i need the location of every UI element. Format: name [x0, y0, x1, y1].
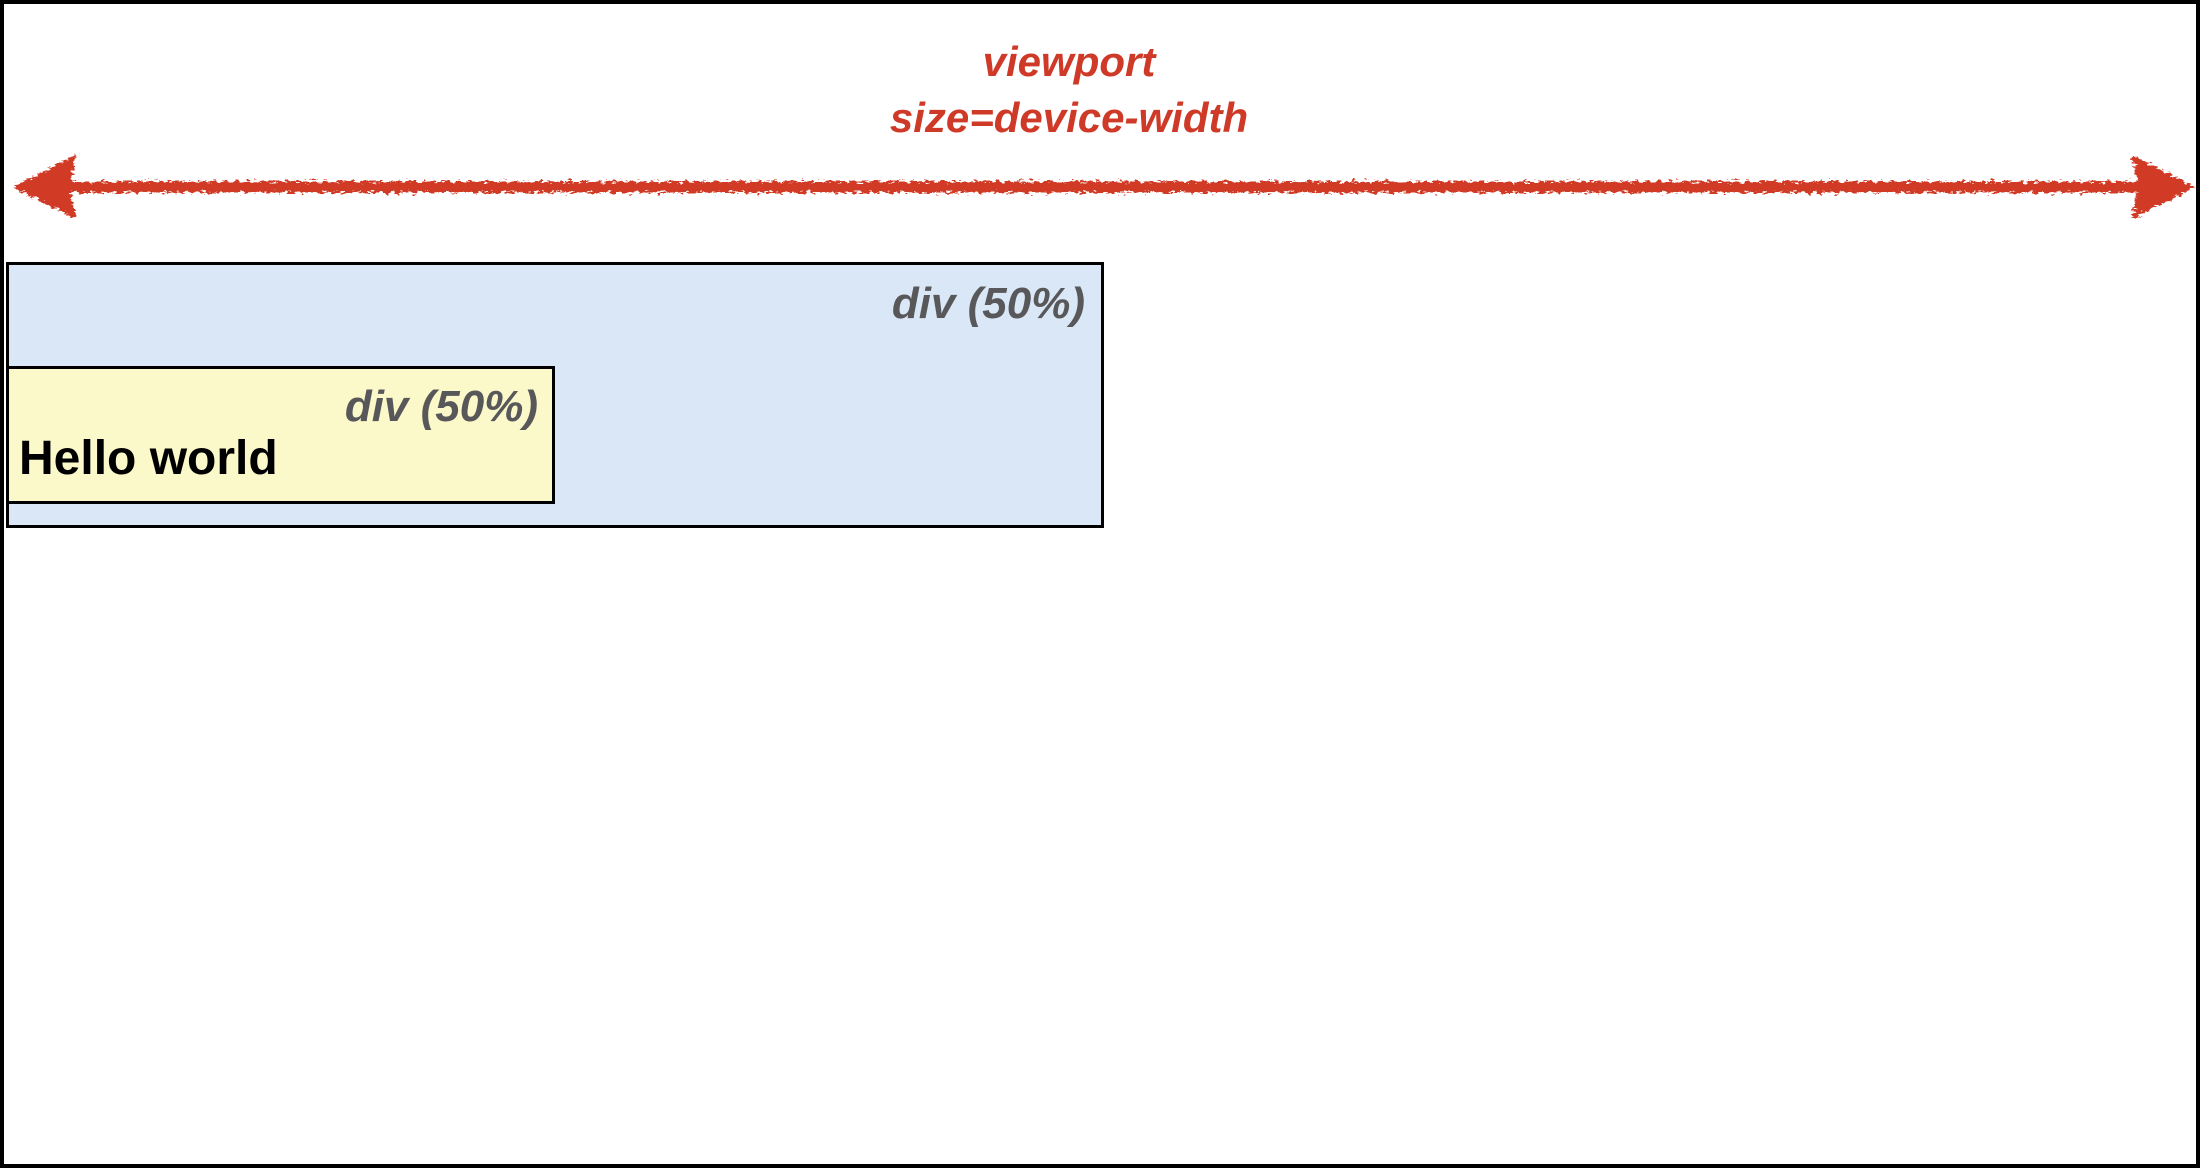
viewport-caption: viewport size=device-width	[4, 34, 2134, 146]
device-width-arrow-icon	[12, 155, 2196, 219]
viewport-caption-line1: viewport	[982, 38, 1156, 85]
inner-50pct-div: div (50%) Hello world	[6, 366, 555, 504]
outer-50pct-div: div (50%) div (50%) Hello world	[6, 262, 1104, 528]
hello-world-text: Hello world	[19, 432, 278, 485]
inner-div-label: div (50%)	[344, 382, 538, 431]
viewport-caption-line2: size=device-width	[889, 94, 1249, 141]
outer-div-label: div (50%)	[891, 279, 1085, 328]
